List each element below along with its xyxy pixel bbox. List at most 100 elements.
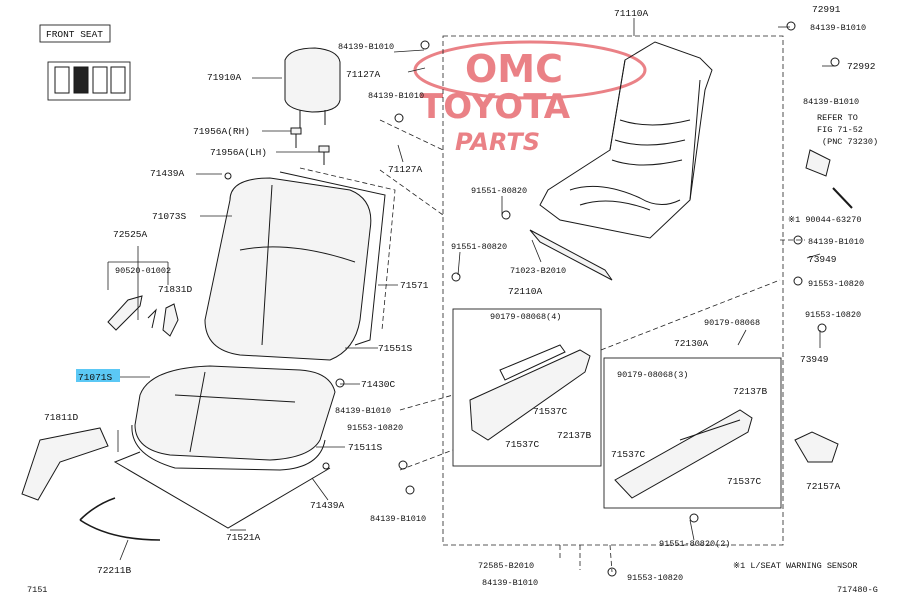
bolt-icon <box>420 40 430 50</box>
label-71511S: 71511S <box>348 442 383 453</box>
label-71537C-b: 71537C <box>505 439 540 450</box>
bolt-icon <box>786 21 796 31</box>
bolt-icon <box>793 235 803 245</box>
label-84139-left2: 84139-B1010 <box>370 514 426 524</box>
label-71811D: 71811D <box>44 412 79 423</box>
label-72157A: 72157A <box>806 481 841 492</box>
label-73949-b: 73949 <box>800 354 829 365</box>
label-72137B-a: 72137B <box>557 430 592 441</box>
label-71023: 71023-B2010 <box>510 266 566 276</box>
side-shield-drawing <box>21 427 109 501</box>
connection-lines <box>379 119 805 573</box>
watermark-line2: TOYOTA <box>420 87 571 127</box>
label-72992: 72992 <box>847 61 876 72</box>
label-73949-a: 73949 <box>808 254 837 265</box>
label-71831D: 71831D <box>158 284 193 295</box>
nut-icon <box>817 323 827 333</box>
label-71537C-d: 71537C <box>727 476 762 487</box>
seat-wire-drawing <box>79 497 161 541</box>
seat-location-pictogram <box>47 61 131 101</box>
label-91553-r1: 91553-10820 <box>808 279 864 289</box>
bolt-icon <box>607 567 617 577</box>
label-91551-a: 91551-80820 <box>471 186 527 196</box>
label-71956A-rh: 71956A(RH) <box>193 126 250 137</box>
label-91553-r2: 91553-10820 <box>805 310 861 320</box>
label-72130A: 72130A <box>674 338 709 349</box>
refer-note-line2: FIG 71-52 <box>817 125 863 135</box>
label-90179-single: 90179-08068 <box>704 318 760 328</box>
bolt-icon <box>451 272 461 282</box>
label-90044: ※1 90044-63270 <box>788 215 861 225</box>
label-71127A-bot: 71127A <box>388 164 423 175</box>
label-72991: 72991 <box>812 4 841 15</box>
seat-back-drawing <box>204 167 396 361</box>
label-71537C-a: 71537C <box>533 406 568 417</box>
label-71521A: 71521A <box>226 532 261 543</box>
label-71910A: 71910A <box>207 72 242 83</box>
label-84139-r2: 84139-B1010 <box>803 97 859 107</box>
label-84139-top: 84139-B1010 <box>338 42 394 52</box>
label-84139-r1: 84139-B1010 <box>810 23 866 33</box>
cover-box-drawing <box>794 431 839 463</box>
label-91551-b: 91551-80820 <box>451 242 507 252</box>
label-71551S: 71551S <box>378 343 413 354</box>
hinge-cover-drawing <box>162 303 179 337</box>
bolt-icon <box>501 210 511 220</box>
label-90179-4: 90179-08068(4) <box>490 312 561 322</box>
bolt-icon <box>335 378 345 388</box>
label-72137B-b: 72137B <box>733 386 768 397</box>
label-71439A-top: 71439A <box>150 168 185 179</box>
title-box-label: FRONT SEAT <box>46 29 103 40</box>
bolt-icon <box>689 513 699 523</box>
bolt-icon <box>793 276 803 286</box>
sensor-cable-drawing <box>832 187 853 209</box>
refer-note-line3: (PNC 73230) <box>822 137 878 147</box>
label-71439A-bot: 71439A <box>310 500 345 511</box>
fastener-icons <box>224 21 840 577</box>
label-91553-bot: 91553-10820 <box>627 573 683 583</box>
label-71073S: 71073S <box>152 211 187 222</box>
lh-track-box <box>603 357 782 509</box>
label-84139-r3: 84139-B1010 <box>808 237 864 247</box>
clip-icon <box>224 172 232 180</box>
lh-seat-track-drawing <box>614 409 753 499</box>
label-71071S[interactable]: 71071S <box>78 372 113 383</box>
headrest-drawing <box>284 47 341 128</box>
label-84139-left: 84139-B1010 <box>335 406 391 416</box>
label-91551-c: 91551-80820(2) <box>659 539 730 549</box>
bolt-icon <box>398 460 408 470</box>
rh-track-box <box>452 308 602 467</box>
label-72110A: 72110A <box>508 286 543 297</box>
label-91553-left: 91553-10820 <box>347 423 403 433</box>
label-71571: 71571 <box>400 280 429 291</box>
figure-code: 717480-G <box>837 585 878 595</box>
label-71127A-top: 71127A <box>346 69 381 80</box>
label-84139-mid: 84139-B1010 <box>368 91 424 101</box>
watermark-line3: PARTS <box>455 128 540 156</box>
leader-lines <box>107 18 835 561</box>
seat-cushion-drawing <box>113 365 336 529</box>
label-72585: 72585-B2010 <box>478 561 534 571</box>
footnote: ※1 L/SEAT WARNING SENSOR <box>733 561 857 571</box>
watermark: OMC TOYOTA PARTS <box>413 40 647 156</box>
bolt-icon <box>405 485 415 495</box>
label-71956A-lh: 71956A(LH) <box>210 147 267 158</box>
title-box-frame <box>39 24 111 43</box>
figure-number: 7151 <box>27 585 47 595</box>
rh-seat-track-drawing <box>469 344 591 441</box>
seat-belt-buckle-drawing <box>805 149 831 177</box>
highlight-71071S <box>76 369 120 382</box>
watermark-line1: OMC <box>465 47 563 91</box>
label-71430C: 71430C <box>361 379 396 390</box>
label-71537C-c: 71537C <box>611 449 646 460</box>
label-72525A: 72525A <box>113 229 148 240</box>
headrest-guide-icon <box>290 127 330 165</box>
label-90520: 90520-01002 <box>115 266 171 276</box>
label-72211B: 72211B <box>97 565 132 576</box>
recliner-bar-drawing <box>529 229 613 281</box>
bolt-icon <box>394 113 404 123</box>
label-71110A: 71110A <box>614 8 649 19</box>
seatback-frame-drawing <box>539 41 713 239</box>
